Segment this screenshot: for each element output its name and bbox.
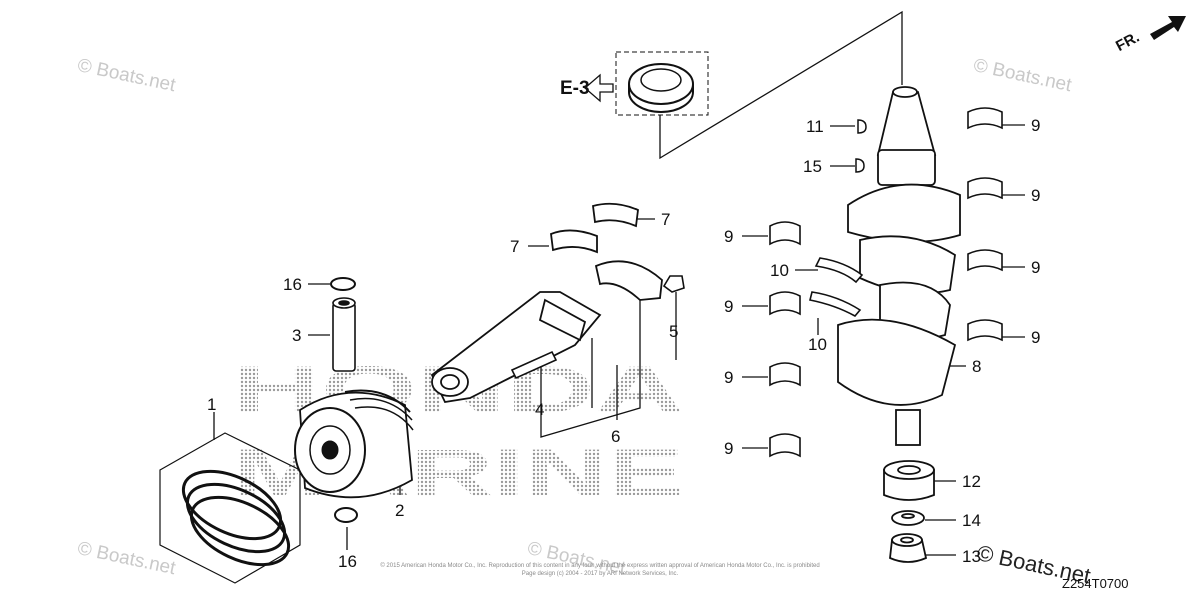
callout-9-right-3[interactable]: 9 — [1031, 258, 1041, 277]
callout-7-lower[interactable]: 7 — [510, 237, 520, 256]
callout-9-right-1[interactable]: 9 — [1031, 116, 1041, 135]
callout-1[interactable]: 1 — [207, 395, 217, 414]
woodruff-key-11 — [857, 119, 867, 134]
connecting-rod — [430, 291, 602, 403]
callout-5[interactable]: 5 — [669, 322, 679, 341]
flange-nut — [889, 533, 928, 563]
copyright-line2: Page design (c) 2004 - 2017 by ARI Netwo… — [521, 571, 679, 577]
timing-gear — [883, 460, 935, 501]
woodruff-key-15 — [855, 158, 865, 173]
copyright-line1: © 2015 American Honda Motor Co., Inc. Re… — [380, 563, 820, 569]
callout-2[interactable]: 2 — [395, 501, 405, 520]
copyright-notice: © 2015 American Honda Motor Co., Inc. Re… — [330, 562, 870, 578]
callout-9-left-2[interactable]: 9 — [724, 297, 734, 316]
reference-arrow-icon — [584, 73, 614, 103]
thrust-washers — [809, 257, 864, 318]
conrod-bearings — [550, 202, 639, 254]
callout-11[interactable]: 11 — [806, 117, 824, 136]
callout-9-left-3[interactable]: 9 — [724, 368, 734, 387]
reference-label[interactable]: E-3 — [560, 78, 590, 99]
piston-rings — [159, 432, 301, 584]
callout-9-right-2[interactable]: 9 — [1031, 186, 1041, 205]
callout-3[interactable]: 3 — [292, 326, 302, 345]
callout-16-lower[interactable]: 16 — [338, 552, 357, 571]
callout-9-left-1[interactable]: 9 — [724, 227, 734, 246]
callout-16-upper[interactable]: 16 — [283, 275, 302, 294]
rod-bolt — [510, 275, 685, 380]
front-direction-arrow-icon — [1150, 16, 1186, 40]
callout-9-left-4[interactable]: 9 — [724, 439, 734, 458]
piston — [294, 389, 414, 499]
washer — [891, 510, 925, 526]
callout-8[interactable]: 8 — [972, 357, 982, 376]
circlip-bottom — [334, 507, 358, 523]
callout-10-lower[interactable]: 10 — [808, 335, 827, 354]
rod-cap — [594, 260, 663, 301]
callout-13[interactable]: 13 — [962, 547, 981, 566]
main-bearings — [769, 107, 1003, 458]
diagram-code: Z254T0700 — [1062, 576, 1129, 591]
callout-4[interactable]: 4 — [535, 400, 545, 419]
oil-seal — [615, 51, 709, 116]
callout-7-upper[interactable]: 7 — [661, 210, 671, 229]
callout-6[interactable]: 6 — [611, 427, 621, 446]
callout-9-right-4[interactable]: 9 — [1031, 328, 1041, 347]
callout-12[interactable]: 12 — [962, 472, 981, 491]
callout-10-upper[interactable]: 10 — [770, 261, 789, 280]
piston-pin — [332, 297, 356, 372]
circlip-top — [330, 277, 356, 291]
callout-15[interactable]: 15 — [803, 157, 822, 176]
callout-14[interactable]: 14 — [962, 511, 981, 530]
crankshaft — [837, 86, 961, 446]
